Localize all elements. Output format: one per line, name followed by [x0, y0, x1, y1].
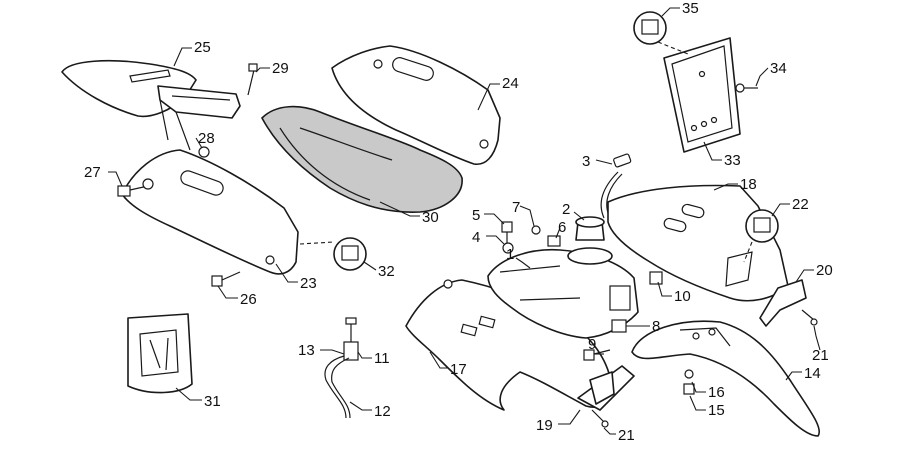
- callout-33: 33: [724, 152, 741, 169]
- callout-6: 6: [558, 219, 566, 236]
- callout-13: 13: [298, 342, 315, 359]
- part-breather-pipe: [600, 153, 632, 219]
- callout-2: 2: [562, 201, 570, 218]
- part-rubber-8: [611, 319, 627, 333]
- callout-11: 11: [374, 350, 390, 367]
- callout-22: 22: [792, 196, 809, 213]
- callout-5: 5: [472, 207, 480, 224]
- callout-1: 1: [506, 246, 514, 263]
- callout-28: 28: [198, 130, 215, 147]
- callout-15: 15: [708, 402, 725, 419]
- part-washer-16: [684, 369, 694, 379]
- callout-25: 25: [194, 39, 211, 56]
- part-washer-4: [502, 242, 514, 254]
- callout-29: 29: [272, 60, 289, 77]
- part-fuel-cap: [575, 216, 605, 241]
- part-nut-28: [198, 146, 210, 158]
- part-bracket-19: [577, 365, 635, 411]
- callout-21-right: 21: [812, 347, 829, 364]
- part-screw-29: [247, 63, 258, 96]
- callout-18: 18: [740, 176, 757, 193]
- callout-17: 17: [450, 361, 467, 378]
- callout-34: 34: [770, 60, 787, 77]
- part-number-plate: [663, 37, 741, 153]
- part-bolt-15: [683, 383, 695, 395]
- callout-21-bottom: 21: [618, 427, 635, 444]
- callout-3: 3: [582, 153, 590, 170]
- part-clip-35: [633, 11, 667, 45]
- part-front-fender: [631, 320, 821, 437]
- callout-labels: 25 29 24 28 27 30 23 32 26 31 13 11 12 1…: [84, 0, 833, 444]
- part-bolt-9-shaft: [593, 349, 611, 355]
- callout-26: 26: [240, 291, 257, 308]
- part-bush-10: [649, 271, 663, 285]
- part-bolt-26: [211, 271, 241, 287]
- part-screw-21-right: [801, 309, 818, 326]
- part-fuel-tank: [487, 247, 639, 339]
- callout-19: 19: [536, 417, 553, 434]
- callout-4: 4: [472, 229, 480, 246]
- part-screw-7: [531, 225, 541, 235]
- leader-lines: [108, 7, 821, 435]
- callout-9: 9: [588, 336, 596, 353]
- callout-30: 30: [422, 209, 439, 226]
- part-bush-6: [547, 235, 561, 247]
- part-clip-22: [745, 209, 779, 243]
- callout-7: 7: [512, 199, 520, 216]
- callout-14: 14: [804, 365, 821, 382]
- callout-23: 23: [300, 275, 317, 292]
- part-bracket-20: [759, 279, 807, 327]
- part-fuel-tap: [324, 317, 359, 419]
- part-rear-fender: [61, 59, 241, 151]
- callout-16: 16: [708, 384, 725, 401]
- callout-31: 31: [204, 393, 221, 410]
- callout-27: 27: [84, 164, 101, 181]
- part-side-panel-left: [121, 149, 299, 275]
- part-screw-34: [735, 83, 758, 93]
- callout-12: 12: [374, 403, 391, 420]
- callout-20: 20: [816, 262, 833, 279]
- part-bolt-9: [583, 349, 595, 361]
- callout-32: 32: [378, 263, 395, 280]
- part-tank-cover: [405, 279, 613, 411]
- callout-10: 10: [674, 288, 691, 305]
- part-side-panel-right: [331, 45, 501, 165]
- part-screw-21-bottom: [591, 409, 609, 428]
- part-front-panel: [607, 184, 789, 302]
- callout-8: 8: [652, 318, 660, 335]
- part-bolt-27: [117, 178, 154, 197]
- part-clip-32: [333, 237, 367, 271]
- part-seat: [261, 105, 463, 213]
- callout-24: 24: [502, 75, 519, 92]
- callout-35: 35: [682, 0, 699, 17]
- part-decal-31: [127, 313, 193, 394]
